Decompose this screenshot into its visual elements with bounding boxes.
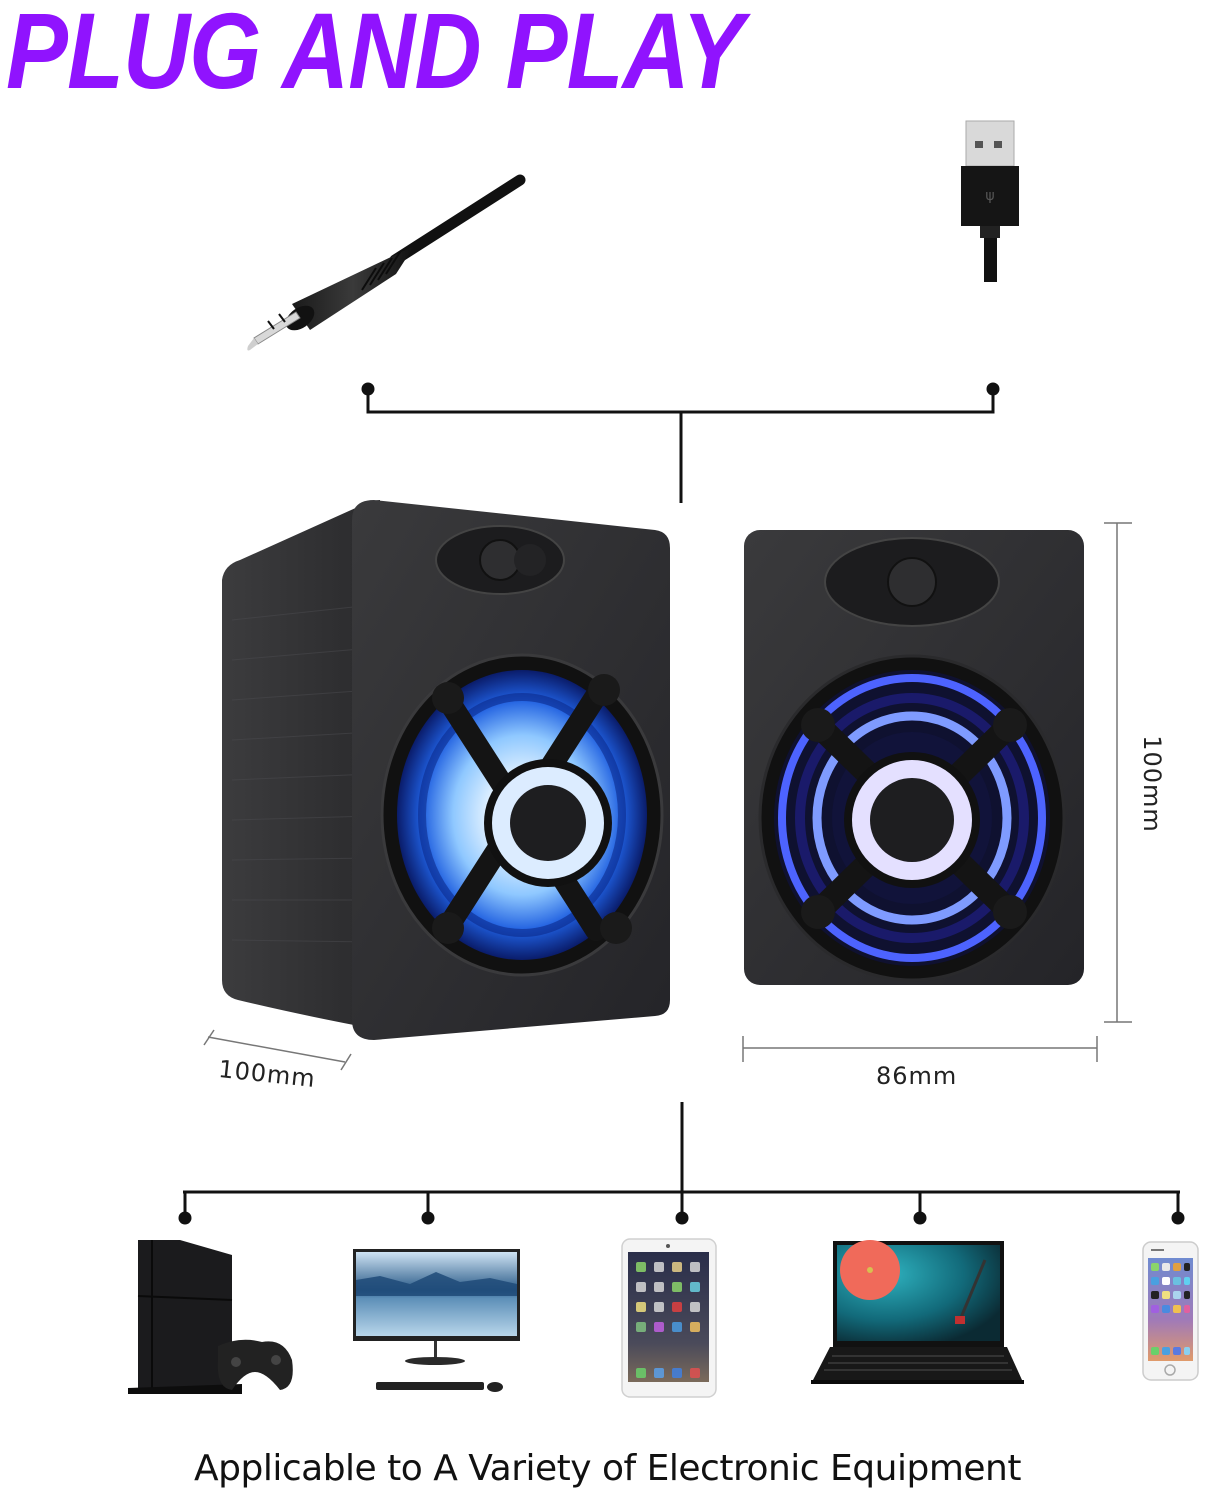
usb-plug-icon: ψ	[961, 120, 1019, 282]
right-speaker	[744, 530, 1084, 985]
desktop-monitor-icon	[353, 1249, 520, 1392]
laptop-icon	[811, 1240, 1024, 1384]
smartphone-icon	[1142, 1241, 1199, 1381]
dimension-lines	[203, 522, 1132, 1071]
svg-text:ψ: ψ	[985, 188, 994, 204]
compatibility-caption: Applicable to A Variety of Electronic Eq…	[194, 1448, 1021, 1489]
cable-connector-lines	[361, 382, 1000, 503]
width-dimension-label: 86mm	[876, 1062, 958, 1090]
page-title: PLUG AND PLAY	[6, 0, 744, 111]
device-connector-lines	[178, 1102, 1185, 1225]
height-dimension-label: 100mm	[1138, 735, 1166, 833]
game-console-icon	[128, 1240, 293, 1394]
audio-jack-icon	[247, 174, 526, 351]
left-speaker	[222, 500, 670, 1040]
tablet-icon	[621, 1238, 717, 1398]
